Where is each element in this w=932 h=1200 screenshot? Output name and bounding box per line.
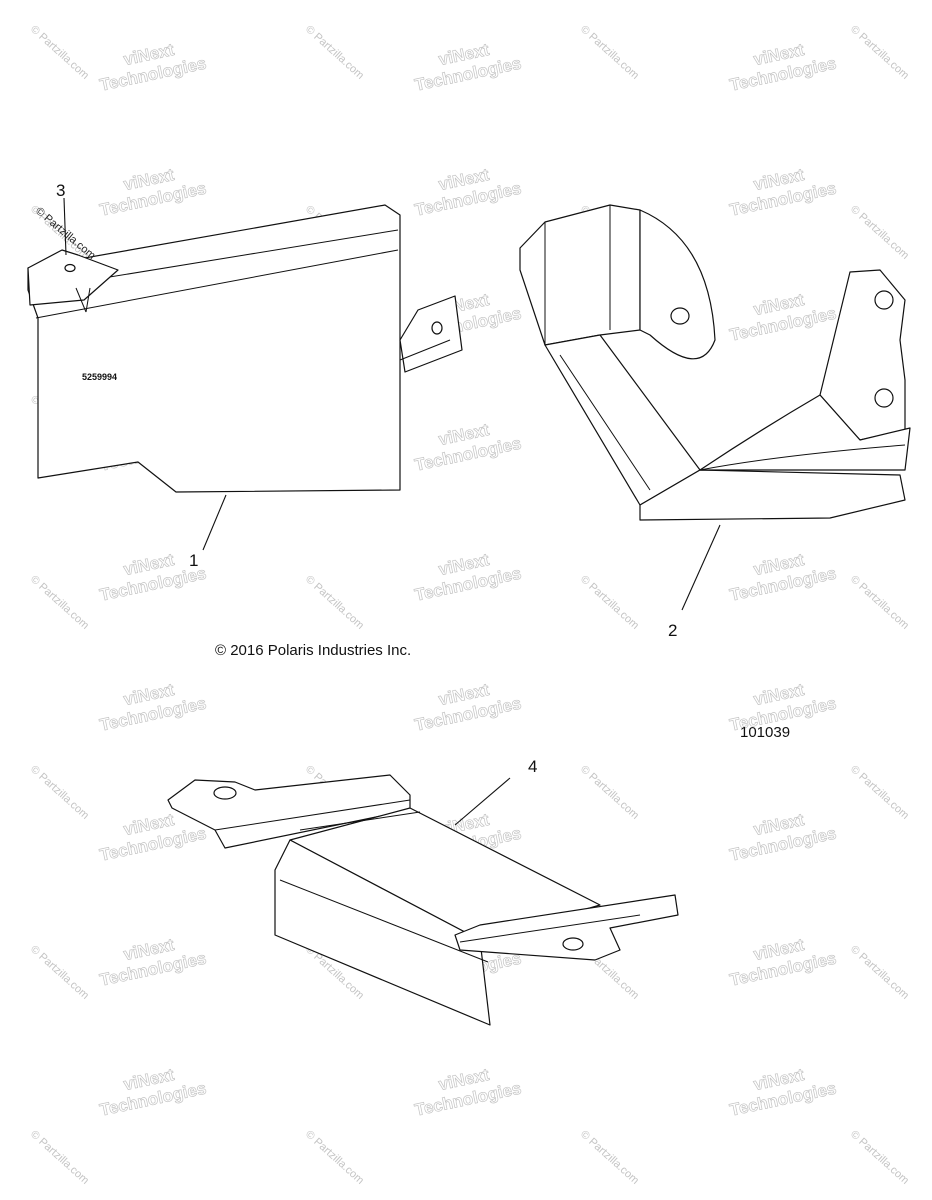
leader-line-1 — [202, 494, 227, 551]
callout-1[interactable]: 1 — [189, 551, 198, 570]
leader-line-4 — [454, 777, 511, 826]
part-marking-stamp: 5259994 — [82, 372, 117, 382]
partzilla-watermark: © Partzilla.com — [303, 573, 366, 632]
callout-3[interactable]: 3 — [56, 181, 65, 200]
partzilla-watermark: © Partzilla.com — [303, 1128, 366, 1187]
partzilla-watermark: © Partzilla.com — [848, 943, 911, 1002]
partzilla-watermark: © Partzilla.com — [28, 943, 91, 1002]
part-2-clamp-shield[interactable] — [519, 204, 911, 521]
partzilla-watermark: © Partzilla.com — [28, 763, 91, 822]
partzilla-watermark: © Partzilla.com — [578, 573, 641, 632]
partzilla-watermark: © Partzilla.com — [303, 23, 366, 82]
partzilla-watermark: © Partzilla.com — [578, 763, 641, 822]
partzilla-watermark: © Partzilla.com — [848, 23, 911, 82]
figure-number: 101039 — [740, 724, 790, 741]
callout-2[interactable]: 2 — [668, 621, 677, 640]
copyright-notice: © 2016 Polaris Industries Inc. — [215, 642, 411, 659]
part-4-lower-bracket[interactable] — [167, 774, 679, 1026]
part-1-heat-shield[interactable] — [27, 204, 463, 493]
callout-4[interactable]: 4 — [528, 757, 537, 776]
partzilla-watermark: © Partzilla.com — [578, 1128, 641, 1187]
partzilla-watermark: © Partzilla.com — [28, 23, 91, 82]
partzilla-watermark: © Partzilla.com — [848, 573, 911, 632]
partzilla-watermark: © Partzilla.com — [848, 203, 911, 262]
leader-line-3 — [63, 197, 67, 256]
partzilla-watermark: © Partzilla.com — [578, 23, 641, 82]
partzilla-watermark: © Partzilla.com — [848, 1128, 911, 1187]
leader-line-2 — [681, 524, 721, 611]
partzilla-watermark: © Partzilla.com — [848, 763, 911, 822]
partzilla-watermark: © Partzilla.com — [28, 1128, 91, 1187]
partzilla-watermark: © Partzilla.com — [28, 573, 91, 632]
